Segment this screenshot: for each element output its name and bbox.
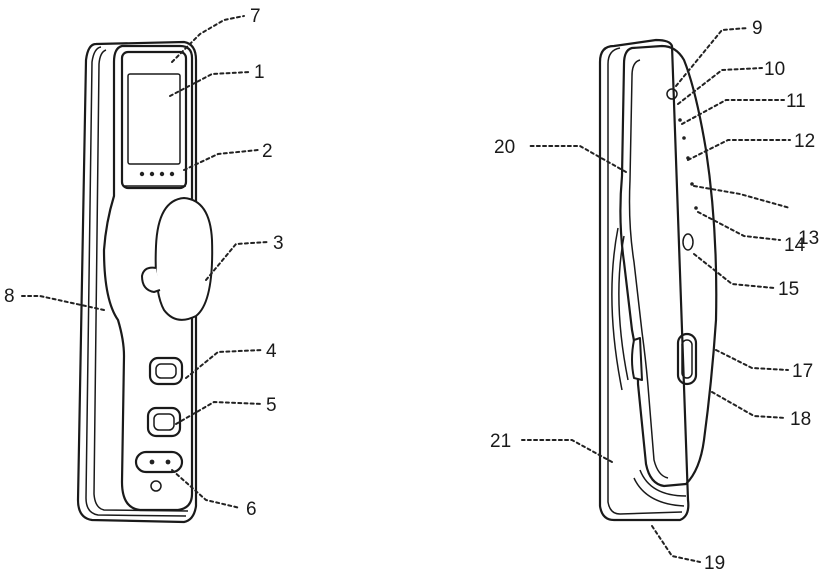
callout-6: 6: [246, 499, 257, 520]
callout-12: 12: [794, 131, 815, 152]
callout-18: 18: [790, 409, 811, 430]
front-faceplate: [102, 44, 194, 512]
callout-labels: 1 2 3 4 5 6 7 8 9 10 11 12 13 14 15 17 1…: [4, 6, 819, 571]
front-panel: [76, 40, 214, 524]
display-module: [120, 50, 188, 190]
side-oval-button: [682, 233, 694, 251]
callout-21: 21: [490, 431, 511, 452]
side-top-hole: [666, 88, 678, 100]
callout-10: 10: [764, 59, 785, 80]
callout-3: 3: [273, 233, 284, 254]
front-panel-outer-shell: [76, 40, 198, 524]
callout-7: 7: [250, 6, 261, 27]
side-panel-outer-shell: [598, 38, 690, 522]
side-panel: [598, 38, 718, 522]
key-cylinder-upper: [148, 356, 184, 386]
callout-19: 19: [704, 553, 725, 571]
display-screen: [127, 73, 181, 165]
callout-1: 1: [254, 62, 265, 83]
callout-9: 9: [752, 18, 763, 39]
callout-13: 13: [798, 228, 819, 249]
leader-lines: [21, 15, 791, 563]
callout-14: 14: [784, 235, 806, 256]
bottom-port-hole: [150, 480, 162, 492]
side-body: [619, 44, 718, 488]
key-cylinder-lower: [146, 406, 182, 438]
callout-4: 4: [266, 341, 277, 362]
callout-17: 17: [792, 361, 813, 382]
callout-11: 11: [786, 91, 806, 112]
front-panel-shell-layer-inner: [93, 49, 189, 512]
side-body-inner-curve: [628, 59, 669, 479]
handle-knob-stub: [141, 266, 161, 293]
bottom-button-pill: [134, 450, 184, 474]
callout-20: 20: [494, 137, 515, 158]
callout-8: 8: [4, 286, 15, 307]
front-handle: [154, 197, 214, 321]
side-panel-shell-layer: [607, 47, 683, 515]
callout-2: 2: [262, 141, 273, 162]
display-indicator-dots: [139, 171, 175, 177]
side-slot: [676, 332, 698, 386]
side-latch-stub: [631, 337, 643, 381]
callout-5: 5: [266, 395, 277, 416]
callout-15: 15: [778, 279, 799, 300]
front-panel-shell-layer: [85, 46, 187, 517]
